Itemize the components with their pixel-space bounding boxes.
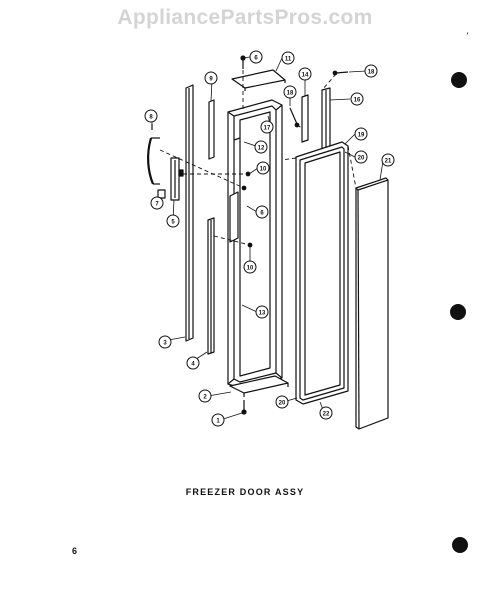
diagram-title: FREEZER DOOR ASSY [185, 487, 305, 497]
part-18-screw-left [289, 107, 300, 128]
part-4-strip [207, 217, 215, 355]
part-5-hinge-bracket [170, 157, 184, 201]
callout-18-top: 18 [368, 70, 375, 76]
part-1-screw-bottom [241, 400, 247, 415]
callout-10-lower: 10 [247, 266, 254, 272]
leader-lines [151, 56, 384, 421]
part-14-strip [301, 94, 309, 143]
callout-9: 9 [209, 77, 213, 83]
callout-6-mid: 6 [260, 211, 264, 217]
callout-3: 3 [163, 341, 167, 347]
binder-hole-bottom [452, 537, 468, 553]
part-9-strip [208, 99, 215, 160]
callout-5: 5 [171, 220, 175, 226]
callout-8: 8 [149, 115, 153, 121]
callout-1: 1 [216, 419, 220, 425]
callout-7: 7 [155, 202, 159, 208]
callout-18-left: 18 [287, 91, 294, 97]
callout-10-upper: 10 [260, 167, 267, 173]
callout-4: 4 [191, 362, 195, 368]
watermark-text: AppliancePartsPros.com [117, 6, 373, 29]
part-11-top-plate [231, 69, 286, 91]
callout-16: 16 [354, 98, 361, 104]
binder-hole-middle [450, 304, 466, 320]
callout-19: 19 [358, 133, 365, 139]
part-7-clip [157, 189, 166, 199]
part-19-20-gasket-frame [295, 141, 349, 405]
part-3-left-rail [185, 84, 194, 342]
callout-13: 13 [259, 311, 266, 317]
callout-20-lower: 20 [279, 401, 286, 407]
callout-22: 22 [323, 412, 330, 418]
callout-14: 14 [302, 73, 309, 79]
callout-circles [144, 50, 395, 427]
callout-12: 12 [258, 146, 265, 152]
corner-mark: ’ [466, 32, 469, 42]
part-21-outer-panel [355, 177, 389, 430]
part-8-handle [147, 124, 160, 185]
callout-2: 2 [203, 395, 207, 401]
page-number: 6 [72, 546, 78, 556]
part-16-strip [321, 87, 331, 150]
callout-20-upper: 20 [358, 156, 365, 162]
binder-hole-top [451, 72, 467, 88]
callout-6-top: 6 [254, 56, 258, 62]
callout-11: 11 [285, 57, 292, 63]
alignment-lines [159, 70, 357, 400]
callout-17: 17 [264, 126, 271, 132]
part-12-13-door-liner-frame [227, 99, 283, 389]
callout-21: 21 [385, 159, 392, 165]
